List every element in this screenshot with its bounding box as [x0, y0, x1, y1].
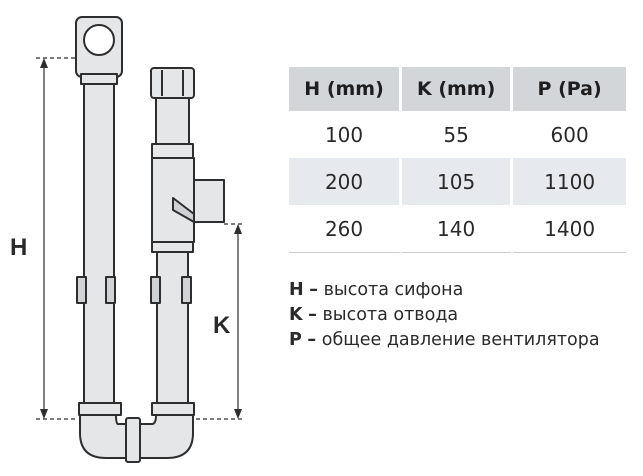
cell-p: 1100: [513, 158, 626, 205]
k-arrow-bottom: [234, 409, 242, 419]
k-dimension-label: K: [213, 312, 231, 339]
right-bottom-elbow: [139, 414, 194, 459]
legend-symbol: K: [289, 305, 303, 325]
table-row: 260 140 1400: [289, 205, 626, 253]
left-elbow-collar: [80, 73, 118, 85]
bottom-coupling: [125, 417, 141, 463]
cell-h: 260: [289, 205, 403, 253]
right-top-cap: [150, 67, 195, 99]
legend-symbol: P: [289, 330, 302, 350]
cell-k: 55: [402, 111, 514, 158]
branch-joint: [172, 197, 195, 223]
legend-text: общее давление вентилятора: [321, 330, 600, 350]
legend-text: высота сифона: [323, 280, 464, 300]
left-bottom-elbow: [79, 414, 129, 459]
left-top-opening: [83, 24, 115, 56]
h-dimension-label: H: [10, 234, 27, 261]
spec-table: H (mm) K (mm) P (Pa) 100 55 600 200 105 …: [289, 67, 626, 253]
k-arrow-top: [234, 224, 242, 234]
header-k: K (mm): [402, 67, 514, 111]
header-h: H (mm): [289, 67, 403, 111]
legend-item-h: H – высота сифона: [289, 278, 600, 303]
left-clamp-1: [76, 276, 87, 304]
cell-h: 100: [289, 111, 403, 158]
h-arrow-top: [40, 58, 48, 68]
cell-h: 200: [289, 158, 403, 205]
cell-k: 140: [402, 205, 514, 253]
legend-dash: –: [308, 305, 317, 325]
table-header-row: H (mm) K (mm) P (Pa): [289, 67, 626, 111]
legend-symbol: H: [289, 280, 304, 300]
side-branch: [193, 179, 225, 223]
table-row: 100 55 600: [289, 111, 626, 158]
left-clamp-2: [105, 276, 116, 304]
cell-k: 105: [402, 158, 514, 205]
left-bottom-collar: [78, 402, 122, 416]
header-p: P (Pa): [513, 67, 626, 111]
legend: H – высота сифона K – высота отвода P – …: [289, 278, 600, 353]
h-arrow-bottom: [40, 409, 48, 419]
legend-item-p: P – общее давление вентилятора: [289, 328, 600, 353]
right-bottom-collar: [151, 402, 195, 416]
right-upper-pipe: [155, 97, 190, 145]
left-vertical-pipe: [83, 83, 115, 411]
right-collar: [151, 143, 194, 159]
cell-p: 1400: [513, 205, 626, 253]
siphon-diagram: H K: [10, 16, 245, 463]
legend-dash: –: [309, 280, 318, 300]
legend-item-k: K – высота отвода: [289, 303, 600, 328]
cell-p: 600: [550, 122, 589, 147]
legend-text: высота отвода: [322, 305, 459, 325]
right-clamp-1: [150, 276, 161, 304]
legend-dash: –: [307, 330, 317, 350]
table-row: 200 105 1100: [289, 158, 626, 205]
right-vertical-pipe: [156, 251, 189, 411]
right-clamp-2: [181, 276, 192, 304]
right-lower-collar: [151, 241, 194, 253]
